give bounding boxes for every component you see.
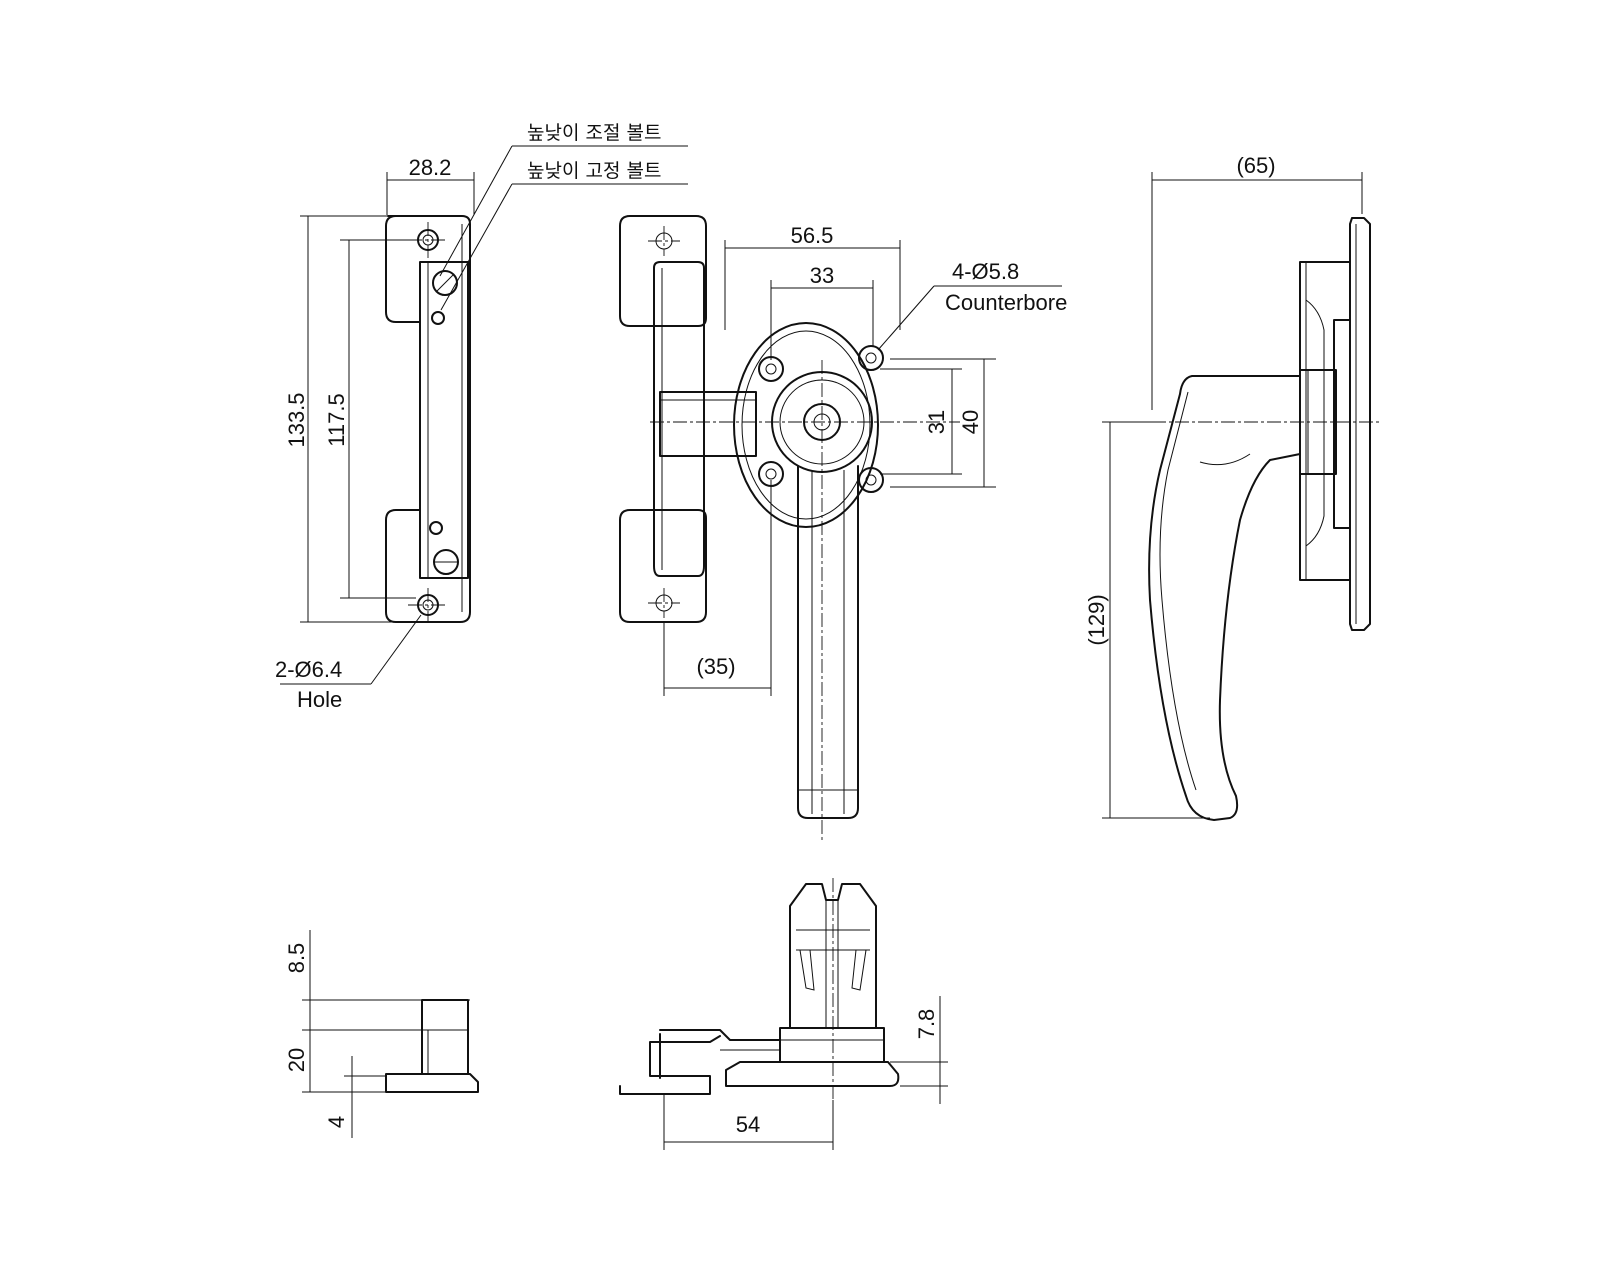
callout-counterbore-text: Counterbore <box>945 290 1067 315</box>
dim-base-hole-pitch-h: 33 <box>810 263 834 288</box>
callout-counterbore-qty: 4-Ø5.8 <box>952 259 1019 284</box>
lock-front-view <box>619 215 960 840</box>
keeper-front-view <box>385 215 471 623</box>
dim-keeper-base: 4 <box>324 1116 349 1128</box>
callout-hole-text: Hole <box>297 687 342 712</box>
dim-base-height: 40 <box>958 410 983 434</box>
dim-keeper-top: 8.5 <box>284 943 309 974</box>
keeper-side-dimensions: 8.5 20 4 <box>284 930 470 1138</box>
dim-base-thickness: 7.8 <box>914 1009 939 1040</box>
keeper-front-dimensions: 28.2 133.5 117.5 높낮이 조절 볼트 높낮이 고정 볼트 2-Ø… <box>275 122 688 712</box>
dim-keeper-width: 28.2 <box>409 155 452 180</box>
dim-keeper-hole-pitch: 117.5 <box>324 393 349 446</box>
dim-side-depth: (65) <box>1236 153 1275 178</box>
dim-keeper-overall-height: 133.5 <box>284 392 309 447</box>
callout-height-fix-bolt: 높낮이 고정 볼트 <box>527 160 661 182</box>
callout-height-adjust-bolt: 높낮이 조절 볼트 <box>527 122 661 144</box>
lock-bottom-view <box>619 878 900 1100</box>
dim-base-hole-pitch-v: 31 <box>924 410 949 434</box>
lock-front-dimensions: 56.5 33 31 40 4-Ø5.8 Counterbore (35) <box>663 223 1067 696</box>
lock-side-dimensions: (65) (129) <box>1084 153 1363 819</box>
dim-base-width: 56.5 <box>791 223 834 248</box>
dim-keeper-offset: (35) <box>696 654 735 679</box>
dim-handle-length: (129) <box>1084 594 1109 645</box>
lock-bottom-dimensions: 7.8 54 <box>663 996 948 1150</box>
lock-side-view <box>1106 217 1380 821</box>
dim-keeper-body: 20 <box>284 1048 309 1072</box>
dim-base-span: 54 <box>736 1112 760 1137</box>
keeper-side-view <box>385 999 479 1093</box>
callout-hole-qty: 2-Ø6.4 <box>275 657 342 682</box>
